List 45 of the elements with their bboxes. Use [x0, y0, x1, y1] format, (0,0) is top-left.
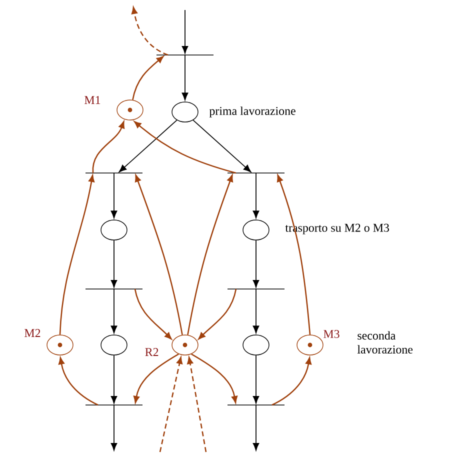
- arrow: [252, 288, 260, 334]
- note-label: seconda lavorazione: [357, 331, 413, 354]
- place-label: prima lavorazione: [209, 106, 296, 118]
- place-with-token: [116, 100, 144, 120]
- arrow: [182, 10, 188, 54]
- arrow: [252, 240, 260, 288]
- arrow: [191, 354, 238, 404]
- arrow: [182, 54, 188, 100]
- arrow: [134, 121, 236, 174]
- arrow: [187, 174, 233, 335]
- place-ellipse: [242, 220, 270, 240]
- arrow: [110, 240, 118, 288]
- arrow: [198, 288, 237, 340]
- place-ellipse: [100, 220, 128, 240]
- place-label: M2: [24, 329, 40, 337]
- arrow: [58, 357, 98, 406]
- arrow: [159, 356, 183, 452]
- arrow: [110, 354, 118, 404]
- place-label: M3: [324, 330, 340, 338]
- arrow: [192, 120, 252, 172]
- arrow: [135, 174, 183, 335]
- arrow: [252, 354, 260, 404]
- arrow: [132, 56, 164, 100]
- arrow: [277, 174, 311, 335]
- arrow: [110, 172, 118, 218]
- arrow: [252, 404, 260, 451]
- arrow: [118, 120, 178, 172]
- place-label: M1: [84, 96, 100, 104]
- place-ellipse: [172, 102, 198, 122]
- arrow: [110, 288, 118, 334]
- arrow: [131, 6, 168, 56]
- arrow: [187, 356, 207, 452]
- arrow: [272, 357, 312, 406]
- arrow: [252, 172, 260, 218]
- arrow: [133, 354, 179, 404]
- place-with-token: [172, 334, 198, 356]
- arrow: [134, 288, 172, 340]
- arrow: [92, 121, 125, 173]
- place-with-token: [46, 334, 74, 356]
- arrow: [59, 174, 95, 335]
- arrow: [110, 404, 118, 451]
- place-ellipse: [100, 334, 128, 356]
- place-label: R2: [145, 348, 158, 356]
- place-with-token: [296, 334, 324, 356]
- place-ellipse: [242, 334, 270, 356]
